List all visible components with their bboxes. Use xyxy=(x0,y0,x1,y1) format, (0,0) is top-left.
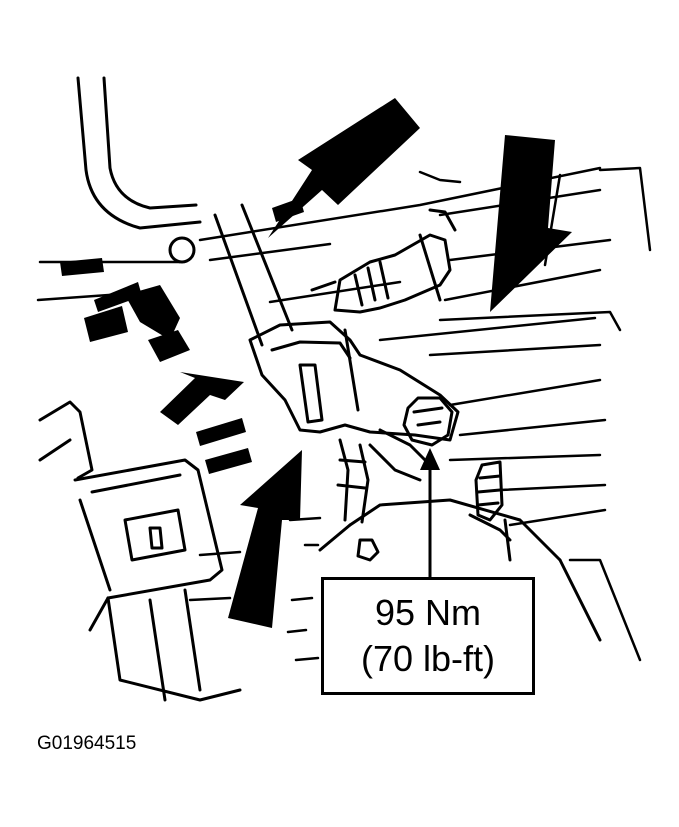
figure-id: G01964515 xyxy=(37,733,137,754)
frame-rail xyxy=(76,76,202,264)
bolt-icon xyxy=(402,396,454,447)
dash-marks xyxy=(286,543,320,662)
arrow-icon xyxy=(60,98,572,628)
torque-metric: 95 Nm xyxy=(374,592,482,633)
torque-imperial: (70 lb-ft) xyxy=(360,638,496,679)
lower-hose xyxy=(336,428,432,524)
stabilizer-bracket xyxy=(248,320,460,442)
stabilizer-link xyxy=(213,203,294,347)
housing xyxy=(318,498,602,642)
lower-left-bracket xyxy=(38,400,242,702)
stud-bolt xyxy=(474,460,504,522)
linkage-rod xyxy=(310,208,457,314)
body-lines xyxy=(36,166,652,662)
leader-line xyxy=(420,448,440,579)
torque-callout: 95 Nm (70 lb-ft) xyxy=(321,577,535,695)
